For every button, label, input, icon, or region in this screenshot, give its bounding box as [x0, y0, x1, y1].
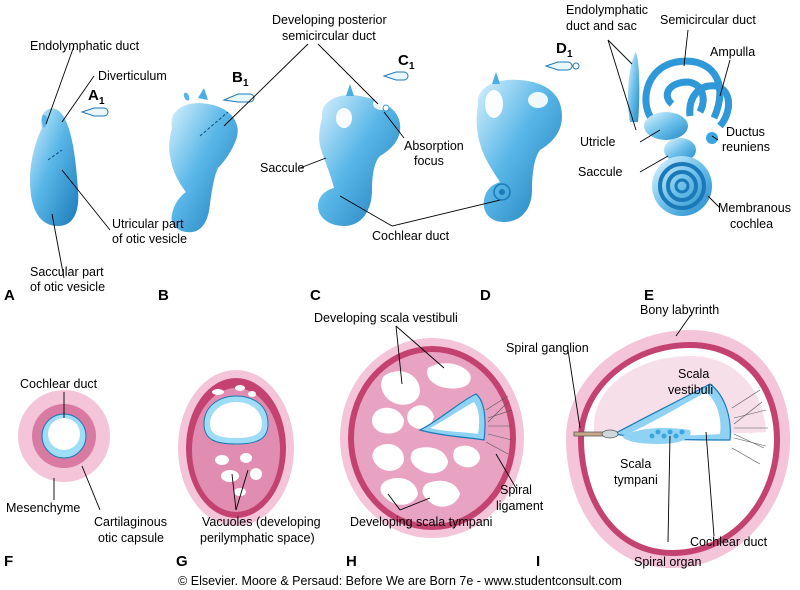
label-developing-posterior-2: semicircular duct	[282, 29, 376, 43]
label-diverticulum: Diverticulum	[98, 69, 167, 83]
label-spiral-ganglion: Spiral ganglion	[506, 341, 589, 355]
label-spiral-ligament-2: ligament	[496, 499, 544, 513]
cross-section-f	[18, 390, 110, 482]
label-membranous-cochlea-1: Membranous	[718, 201, 791, 215]
label-membranous-cochlea-2: cochlea	[730, 217, 773, 231]
section-marker-b1: B 1	[222, 69, 255, 103]
label-spiral-organ: Spiral organ	[634, 555, 701, 569]
panel-letter-g: G	[176, 553, 188, 570]
label-bony-labyrinth: Bony labyrinth	[640, 303, 719, 317]
label-developing-posterior-1: Developing posterior	[272, 13, 387, 27]
a1-letter: A	[88, 87, 99, 104]
cross-section-i	[566, 330, 790, 568]
label-cochlear-duct-f: Cochlear duct	[20, 377, 98, 391]
text-labels: Endolymphatic duct Diverticulum Utricula…	[6, 3, 791, 569]
vacuoles	[212, 385, 262, 496]
panel-letter-f: F	[4, 553, 13, 570]
membranous-labyrinth-e	[628, 52, 732, 216]
otic-vesicle-c	[318, 84, 401, 226]
panel-letter-h: H	[346, 553, 357, 570]
label-vacuoles-1: Vacuoles (developing	[202, 515, 321, 529]
label-ampulla: Ampulla	[710, 45, 755, 59]
otic-vesicle-a	[30, 108, 79, 226]
label-dev-scala-vestibuli: Developing scala vestibuli	[314, 311, 458, 325]
panel-letter-c: C	[310, 287, 321, 304]
label-endolymphatic-sac-1: Endolymphatic	[566, 3, 648, 17]
label-absorption-focus-2: focus	[414, 154, 444, 168]
panel-letter-e: E	[644, 287, 654, 304]
a1-sub: 1	[99, 96, 105, 107]
section-marker-c1: C 1	[382, 52, 415, 81]
label-cochlear-duct-upper: Cochlear duct	[372, 229, 450, 243]
b1-sub: 1	[243, 78, 249, 89]
panel-letter-i: I	[536, 553, 540, 570]
label-ductus-reuniens-1: Ductus	[726, 125, 765, 139]
label-scala-tympani-1: Scala	[620, 457, 651, 471]
section-marker-d1: D 1	[544, 40, 580, 71]
label-utricular-part-1: Utricular part	[112, 217, 184, 231]
cross-section-h	[340, 338, 524, 538]
label-scala-vestibuli-1: Scala	[678, 367, 709, 381]
d1-letter: D	[556, 40, 567, 57]
label-vacuoles-2: perilymphatic space)	[200, 531, 315, 545]
label-cochlear-duct-i: Cochlear duct	[690, 535, 768, 549]
otic-vesicle-d	[476, 72, 562, 222]
label-endolymphatic-duct: Endolymphatic duct	[30, 39, 140, 53]
label-absorption-focus-1: Absorption	[404, 139, 464, 153]
c1-letter: C	[398, 52, 409, 69]
panel-letter-a: A	[4, 287, 15, 304]
label-endolymphatic-sac-2: duct and sac	[566, 19, 637, 33]
panel-letter-b: B	[158, 287, 169, 304]
label-mesenchyme: Mesenchyme	[6, 501, 80, 515]
label-utricular-part-2: of otic vesicle	[112, 232, 187, 246]
otic-vesicle-b	[169, 88, 238, 233]
label-scala-tympani-2: tympani	[614, 473, 658, 487]
label-semicircular-duct: Semicircular duct	[660, 13, 756, 27]
developing-scalae	[372, 363, 480, 507]
label-saccule: Saccule	[260, 161, 305, 175]
c1-sub: 1	[409, 61, 415, 72]
spiral-organ-cells	[649, 429, 685, 439]
spiral-ligament-fibers-i	[731, 389, 768, 465]
label-dev-scala-tympani: Developing scala tympani	[350, 515, 492, 529]
cross-section-g	[178, 370, 294, 526]
label-utricle: Utricle	[580, 135, 615, 149]
label-saccule-e: Saccule	[578, 165, 623, 179]
label-cartilaginous-2: otic capsule	[98, 531, 164, 545]
label-spiral-ligament-1: Spiral	[500, 483, 532, 497]
leader-lines	[45, 29, 731, 543]
label-saccular-part-1: Saccular part	[30, 265, 104, 279]
label-ductus-reuniens-2: reuniens	[722, 140, 770, 154]
copyright-caption: © Elsevier. Moore & Persaud: Before We a…	[178, 574, 622, 588]
label-scala-vestibuli-2: vestibuli	[668, 383, 713, 397]
b1-letter: B	[232, 69, 243, 86]
label-cartilaginous-1: Cartilaginous	[94, 515, 167, 529]
panel-letter-d: D	[480, 287, 491, 304]
label-saccular-part-2: of otic vesicle	[30, 280, 105, 294]
d1-sub: 1	[567, 49, 573, 60]
panel-letters: A B C D E F G H I	[4, 287, 654, 570]
section-marker-a1: A 1	[80, 87, 109, 117]
spiral-ligament-fibers	[485, 395, 513, 455]
